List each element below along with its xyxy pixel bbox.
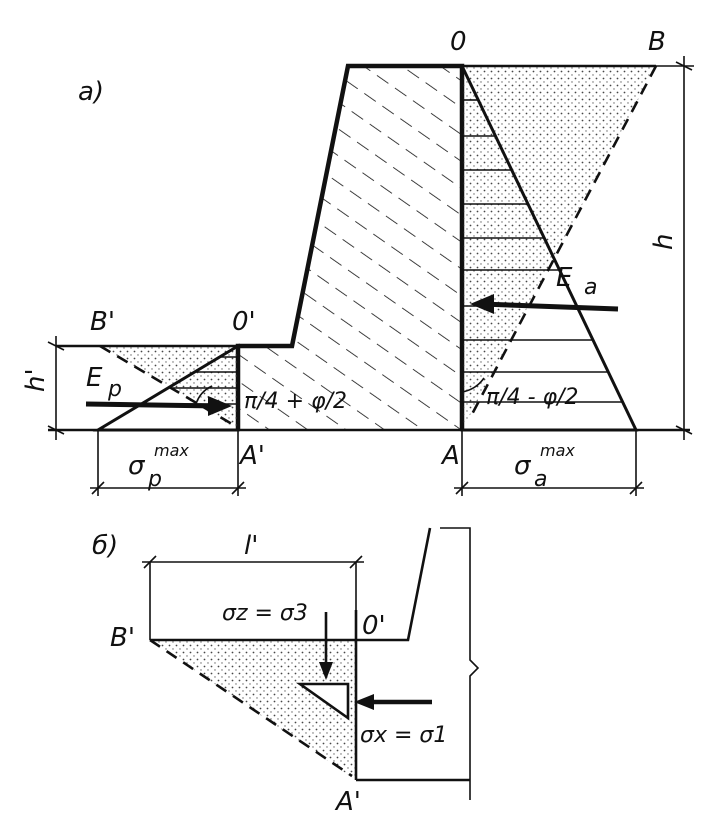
label-sigma-p: σ (128, 451, 146, 481)
angle-arc-active (461, 377, 485, 393)
label-angle-passive: π/4 + φ/2 (244, 389, 347, 414)
label-point-o: 0 (450, 27, 467, 57)
force-ep-arrow (85, 401, 219, 409)
label-sigma-a-sub: a (534, 467, 547, 492)
label-part-a: a) (78, 77, 104, 107)
label-sigma-p-sup: max (154, 441, 189, 460)
label-point-o-prime: 0' (232, 307, 256, 337)
label-h: h (649, 234, 679, 250)
label-angle-active: π/4 - φ/2 (486, 385, 579, 410)
angle-arc-passive (195, 385, 213, 405)
part-a: h h' (21, 27, 694, 496)
dimension-h (656, 56, 694, 440)
label-force-ep-sub: p (107, 377, 122, 402)
dimension-sigma-p (90, 430, 246, 496)
label-point-a: A (440, 441, 460, 471)
label-sigma-z-eq: σz = σ3 (222, 601, 308, 626)
sigma-z-arrowhead (319, 662, 333, 680)
label-sigma-x-eq: σx = σ1 (360, 723, 447, 748)
label-point-b-prime-b: B' (110, 623, 135, 653)
label-force-ea: E (556, 263, 573, 293)
wall-body (238, 66, 462, 430)
brace-b (440, 527, 480, 800)
label-length-l-prime: l' (244, 531, 258, 561)
force-ea-arrow (481, 301, 619, 312)
force-ep-arrowhead (208, 396, 232, 416)
label-point-a-prime: A' (238, 441, 265, 471)
label-h-prime: h' (21, 368, 51, 392)
label-sigma-a-sup: max (540, 441, 575, 460)
soil-element (295, 682, 350, 721)
label-force-ea-sub: a (584, 275, 597, 300)
label-sigma-p-sub: p (147, 467, 162, 492)
dimension-sigma-a (454, 430, 644, 496)
dimension-h-prime (47, 336, 65, 440)
label-point-o-prime-b: 0' (362, 611, 386, 641)
wedge-b-slip-line (149, 638, 353, 778)
label-point-a-prime-b: A' (334, 787, 361, 817)
active-slip-line (468, 65, 658, 419)
dimension-l-prime (142, 555, 364, 640)
part-b: б) l' B' 0' A' σz = σ3 σx = σ1 (92, 527, 480, 817)
sigma-x-arrowhead (354, 694, 374, 710)
wall-outline-b (356, 527, 432, 642)
label-point-b: B (648, 27, 666, 57)
force-ea-arrowhead (470, 294, 494, 314)
label-point-b-prime: B' (90, 307, 115, 337)
label-part-b: б) (92, 531, 118, 561)
label-force-ep: E (86, 363, 103, 393)
label-sigma-a: σ (514, 451, 532, 481)
